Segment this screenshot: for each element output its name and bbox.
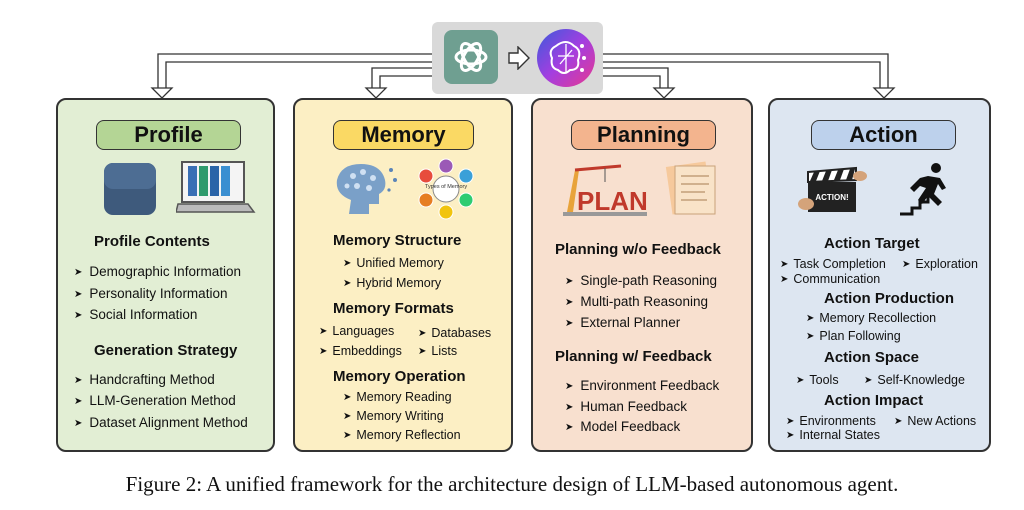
action-section-heading: Action Target bbox=[824, 235, 920, 252]
openai-logo-icon bbox=[444, 30, 498, 84]
memory-section-heading: Memory Operation bbox=[333, 368, 466, 385]
brain-head-icon bbox=[336, 164, 397, 214]
action-item: Environments bbox=[786, 414, 875, 428]
planning-section-heading: Planning w/ Feedback bbox=[555, 348, 712, 365]
memory-item: Memory Writing bbox=[343, 409, 443, 423]
action-title: Action bbox=[811, 120, 956, 150]
action-item: New Actions bbox=[894, 414, 976, 428]
memory-item: Unified Memory bbox=[343, 256, 444, 270]
planning-item: Model Feedback bbox=[565, 419, 680, 434]
action-item: Task Completion bbox=[780, 257, 885, 271]
profile-app-icon bbox=[104, 163, 156, 215]
plan-crane-icon: PLAN bbox=[563, 164, 648, 216]
memory-section-heading: Memory Structure bbox=[333, 232, 462, 249]
profile-item: Personality Information bbox=[74, 286, 227, 301]
arrow-head-planning bbox=[652, 87, 676, 99]
profile-item: LLM-Generation Method bbox=[74, 393, 235, 408]
action-item: Exploration bbox=[902, 257, 978, 271]
action-section-heading: Action Impact bbox=[824, 392, 924, 409]
arrow-to-planning bbox=[603, 67, 669, 92]
profile-title: Profile bbox=[96, 120, 241, 150]
running-stairs-icon bbox=[900, 163, 946, 216]
arrow-to-profile bbox=[157, 53, 432, 92]
memory-item: Embeddings bbox=[319, 344, 402, 358]
planning-section-heading: Planning w/o Feedback bbox=[555, 241, 721, 258]
arrow-head-action bbox=[872, 87, 896, 99]
plan-label: PLAN bbox=[577, 186, 648, 216]
action-section-heading: Action Space bbox=[824, 349, 920, 366]
memory-title: Memory bbox=[333, 120, 474, 150]
memory-item: Lists bbox=[418, 344, 457, 358]
planning-item: External Planner bbox=[565, 315, 680, 330]
memory-types-label: Types of Memory bbox=[425, 184, 467, 190]
memory-item: Languages bbox=[319, 324, 394, 338]
arrow-to-action bbox=[603, 53, 889, 92]
memory-item: Hybrid Memory bbox=[343, 276, 441, 290]
arrow-to-memory bbox=[371, 67, 440, 92]
profile-section-heading: Generation Strategy bbox=[94, 342, 238, 359]
planning-panel: Planning PLAN Planning w/o Feedback Sing… bbox=[531, 98, 753, 452]
memory-item: Databases bbox=[418, 326, 491, 340]
action-panel: Action ACTION! Action Target Task Comple… bbox=[768, 98, 991, 452]
action-item: Communication bbox=[780, 272, 880, 286]
planning-document-icon bbox=[665, 161, 716, 215]
right-arrow-icon bbox=[508, 46, 530, 70]
planning-title: Planning bbox=[571, 120, 716, 150]
memory-section-heading: Memory Formats bbox=[333, 300, 454, 317]
laptop-files-icon bbox=[176, 161, 256, 213]
brain-ai-icon bbox=[537, 29, 595, 87]
action-item: Plan Following bbox=[806, 329, 900, 343]
memory-item: Memory Reflection bbox=[343, 428, 460, 442]
profile-panel: Profile Profile Contents Demographic Inf… bbox=[56, 98, 275, 452]
memory-types-diagram-icon: Types of Memory bbox=[418, 158, 474, 220]
connector-arrows bbox=[150, 53, 896, 99]
memory-item: Memory Reading bbox=[343, 390, 451, 404]
action-item: Tools bbox=[796, 373, 838, 387]
profile-section-heading: Profile Contents bbox=[94, 233, 210, 250]
action-clapper-label: ACTION! bbox=[815, 193, 848, 202]
planning-item: Single-path Reasoning bbox=[565, 273, 717, 288]
planning-item: Human Feedback bbox=[565, 399, 687, 414]
action-item: Internal States bbox=[786, 428, 880, 442]
planning-item: Environment Feedback bbox=[565, 378, 719, 393]
action-item: Memory Recollection bbox=[806, 311, 936, 325]
clapperboard-icon: ACTION! bbox=[798, 166, 867, 212]
action-section-heading: Action Production bbox=[824, 290, 954, 307]
profile-item: Social Information bbox=[74, 307, 197, 322]
memory-panel: Types of Memory Memory Memory Structure … bbox=[293, 98, 513, 452]
planning-item: Multi-path Reasoning bbox=[565, 294, 708, 309]
arrow-head-memory bbox=[364, 87, 388, 99]
top-model-box bbox=[432, 22, 603, 94]
profile-item: Dataset Alignment Method bbox=[74, 415, 247, 430]
arrow-head-profile bbox=[150, 87, 174, 99]
action-item: Self-Knowledge bbox=[864, 373, 965, 387]
profile-item: Demographic Information bbox=[74, 264, 241, 279]
profile-item: Handcrafting Method bbox=[74, 372, 214, 387]
figure-caption: Figure 2: A unified framework for the ar… bbox=[125, 472, 899, 496]
